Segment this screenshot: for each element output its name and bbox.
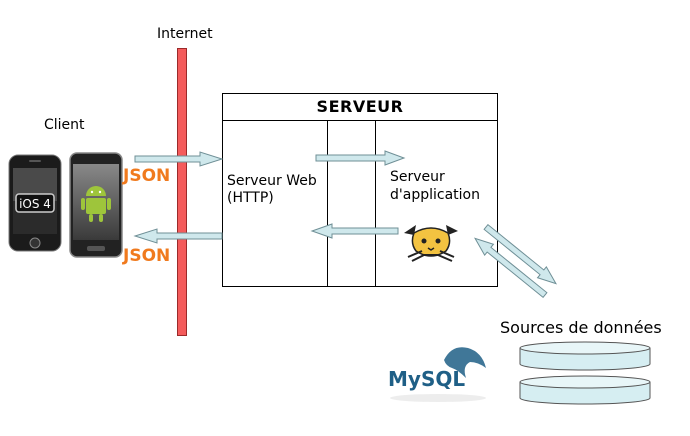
firewall-bar xyxy=(177,48,187,336)
database-icon xyxy=(519,341,651,405)
arrow-client-to-web xyxy=(134,151,224,167)
web-server-label-line2: (HTTP) xyxy=(227,190,274,206)
json-label-top: JSON xyxy=(123,166,171,186)
web-server-box xyxy=(222,120,328,287)
app-server-box xyxy=(375,120,498,287)
server-title: SERVEUR xyxy=(316,97,404,116)
android-phone-icon xyxy=(69,152,123,258)
mysql-text: MySQL xyxy=(388,367,465,391)
arrow-web-to-client xyxy=(133,228,223,244)
arrow-app-to-web xyxy=(310,223,399,239)
server-title-divider xyxy=(222,120,498,121)
client-label: Client xyxy=(44,117,85,133)
app-server-label-line2: d'application xyxy=(390,187,480,203)
web-server-label-line1: Serveur Web xyxy=(227,173,317,189)
mysql-logo-icon: MySQL xyxy=(388,347,486,402)
tomcat-icon xyxy=(404,225,458,262)
arrow-data-to-app xyxy=(473,237,548,299)
internet-label: Internet xyxy=(157,26,213,42)
json-label-bottom: JSON xyxy=(123,246,171,266)
arrow-app-to-data xyxy=(483,223,558,285)
data-sources-label: Sources de données xyxy=(500,318,662,337)
arrow-web-to-app xyxy=(315,150,406,166)
app-server-label-line1: Serveur xyxy=(390,169,445,185)
ios-badge: iOS 4 xyxy=(19,197,51,211)
iphone-icon: iOS 4 xyxy=(8,154,62,252)
